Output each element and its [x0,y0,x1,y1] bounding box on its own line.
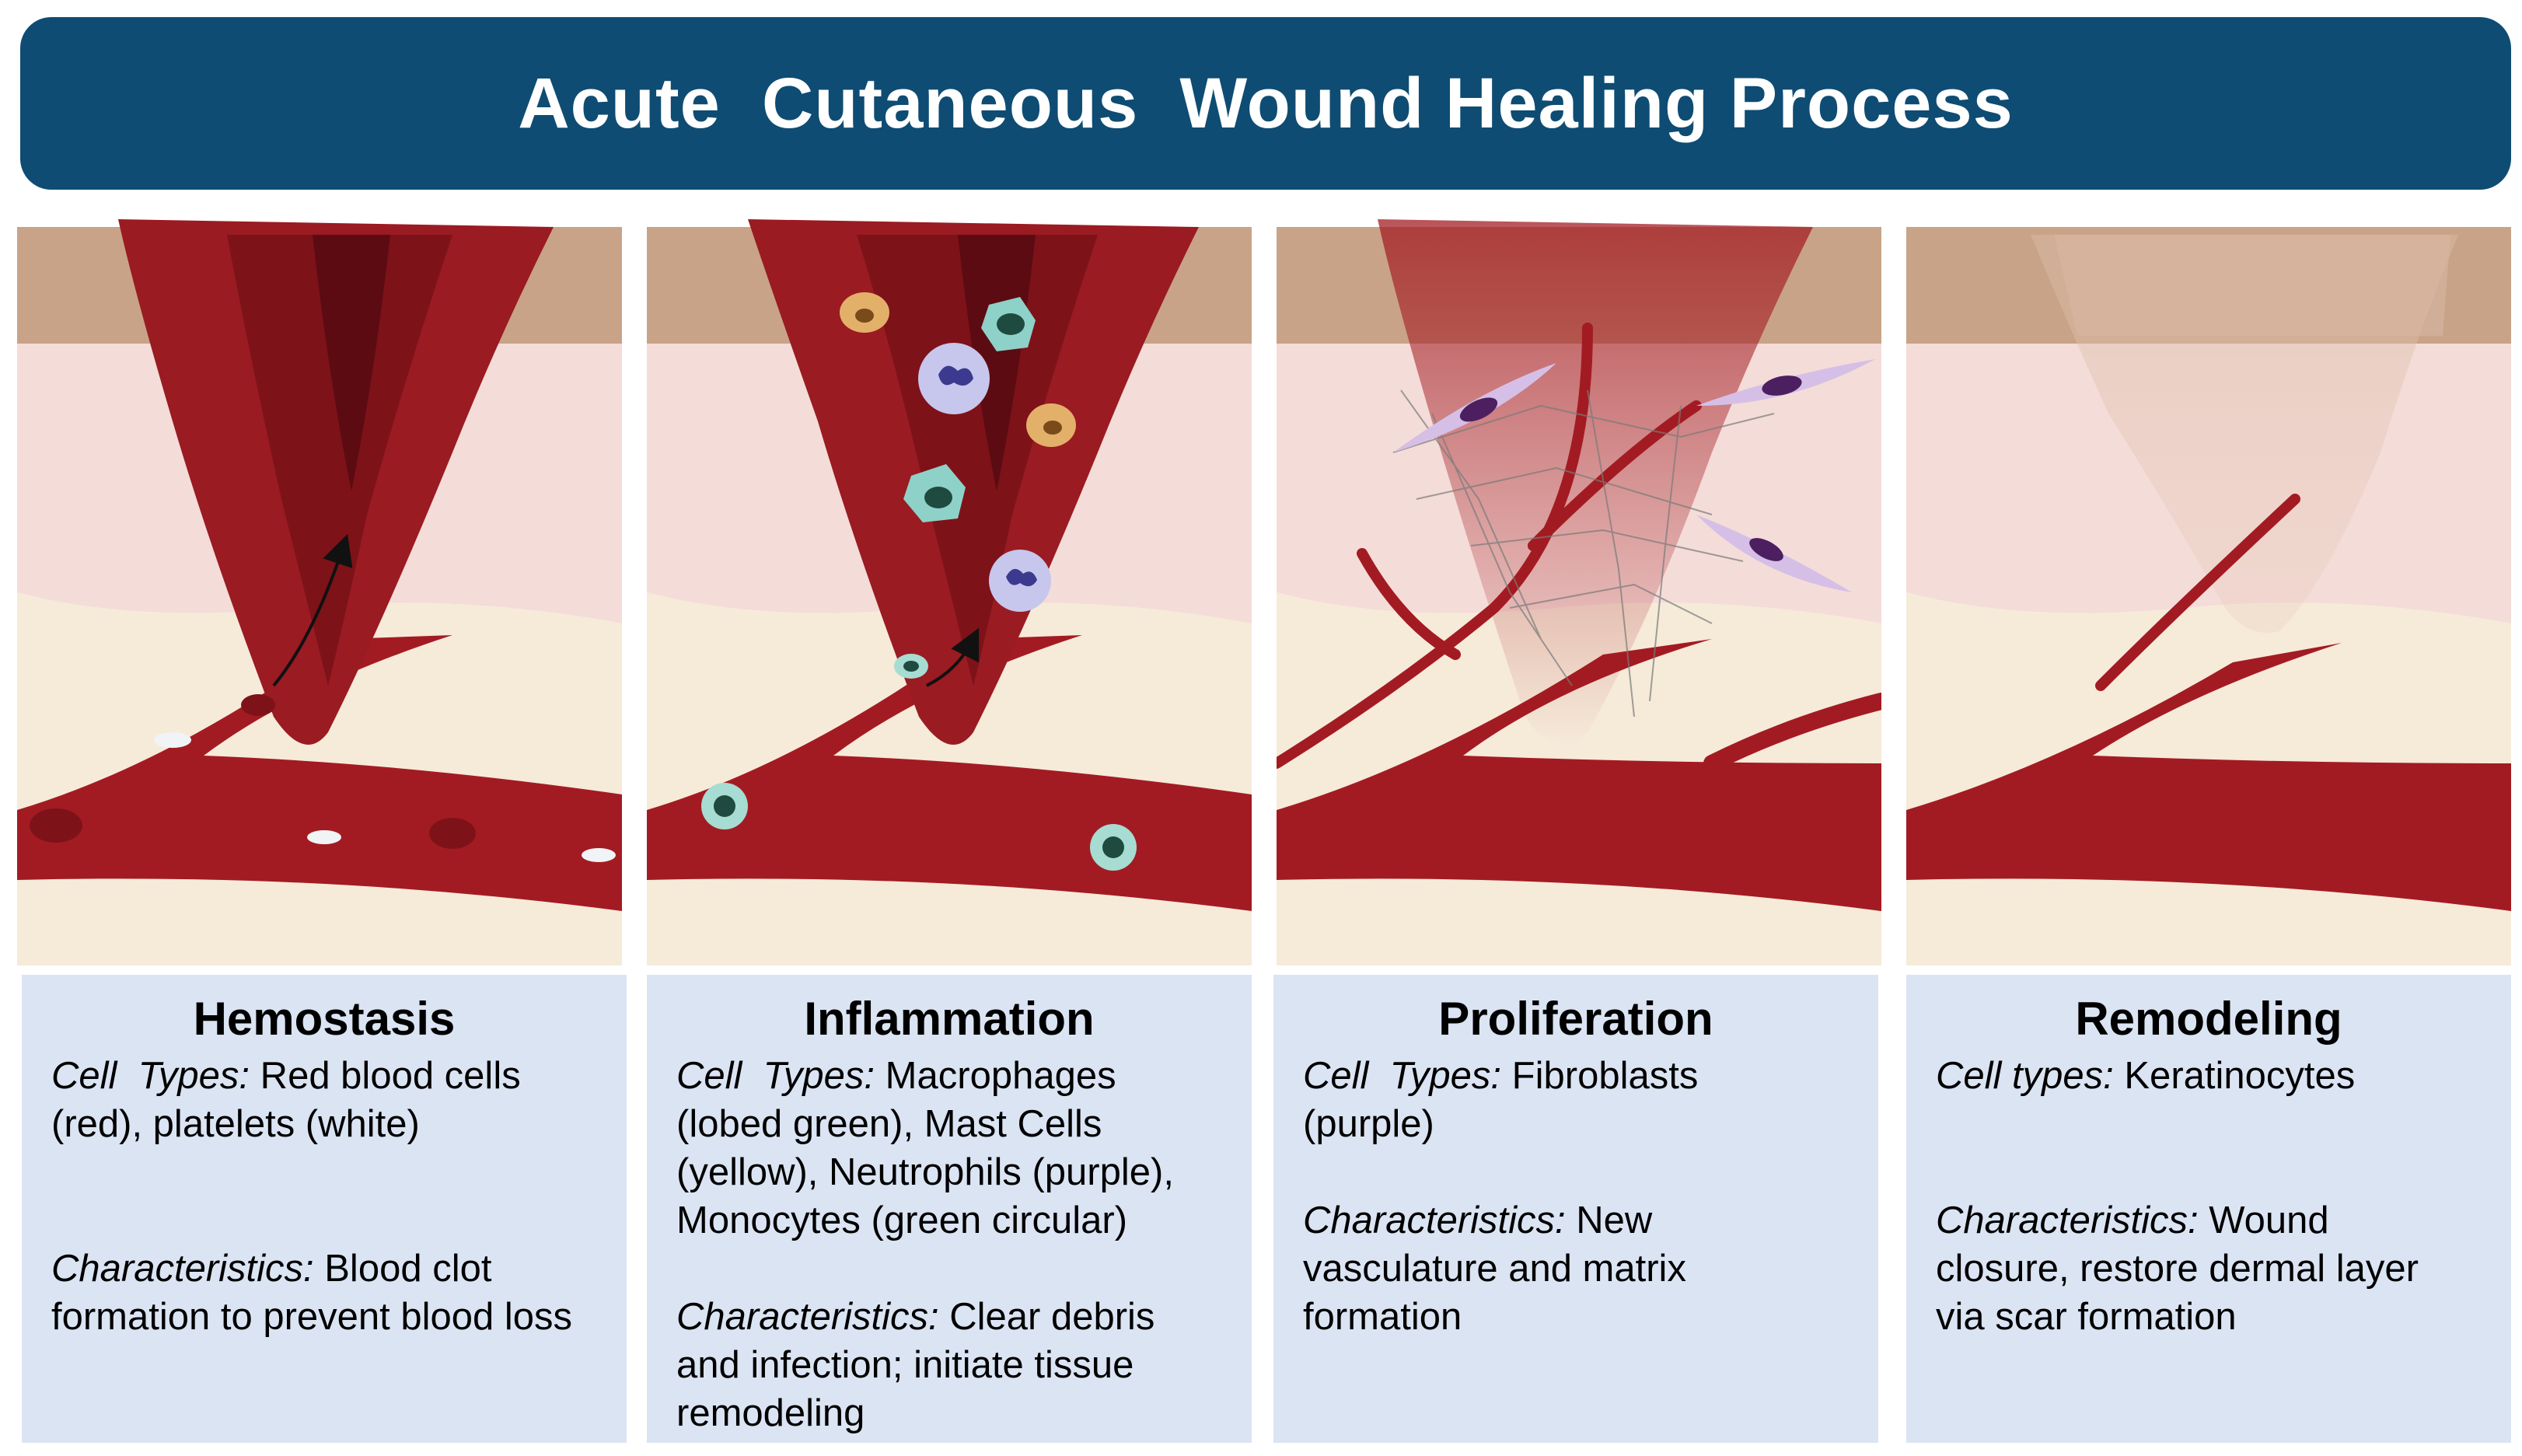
characteristics-text: Characteristics: New vasculature and mat… [1303,1199,1686,1338]
characteristics-text: Characteristics: Blood clot formation to… [51,1248,573,1338]
platelet [307,830,341,844]
cell-types-text: Cell Types: Macrophages (lobed green), M… [676,1055,1174,1241]
stage-card-proliferation: Proliferation Cell Types: Fibroblasts (p… [1273,975,1878,1443]
stage-title: Inflammation [804,993,1095,1045]
characteristics-label: Characteristics: [1936,1199,2199,1241]
cell-types-label: Cell Types: [51,1055,250,1097]
characteristics-text: Characteristics: Wound closure, restore … [1936,1199,2419,1338]
stage-card-inflammation: Inflammation Cell Types: Macrophages (lo… [647,975,1252,1443]
stage-title: Hemostasis [193,993,456,1045]
red-blood-cell [429,818,476,849]
title-banner: Acute Cutaneous Wound Healing Process [20,17,2511,190]
blood-vessel [1906,643,2511,911]
platelet [582,848,616,862]
cell-types-text: Cell types: Keratinocytes [1936,1055,2356,1097]
inflammation-illustration [647,219,1252,965]
cell-types-label: Cell Types: [676,1055,875,1097]
characteristics-text: Characteristics: Clear debris and infect… [676,1296,1155,1434]
platelet [154,732,191,748]
new-vessels [1277,323,1702,769]
stage-card-hemostasis: Hemostasis Cell Types: Red blood cells (… [22,975,627,1443]
characteristics-label: Characteristics: [676,1296,939,1338]
stage-title: Proliferation [1438,993,1713,1045]
cell-types-label: Cell Types: [1303,1055,1502,1097]
red-blood-cell [241,694,275,716]
stage-title: Remodeling [2075,993,2342,1045]
proliferation-illustration [1277,219,1881,965]
stage-card-remodeling: Remodeling Cell types: Keratinocytes Cha… [1906,975,2511,1443]
characteristics-label: Characteristics: [51,1248,314,1290]
cell-types-text: Cell Types: Red blood cells (red), plate… [51,1055,521,1145]
cell-types-text: Cell Types: Fibroblasts (purple) [1303,1055,1699,1145]
red-blood-cell [30,808,82,843]
characteristics-label: Characteristics: [1303,1199,1566,1241]
cell-types-label: Cell types: [1936,1055,2114,1097]
migration-arrow [272,533,353,687]
page-title: Acute Cutaneous Wound Healing Process [518,63,2014,143]
collagen-matrix [1392,389,1775,718]
hemostasis-illustration [17,219,622,965]
remodeling-illustration [1906,219,2511,965]
